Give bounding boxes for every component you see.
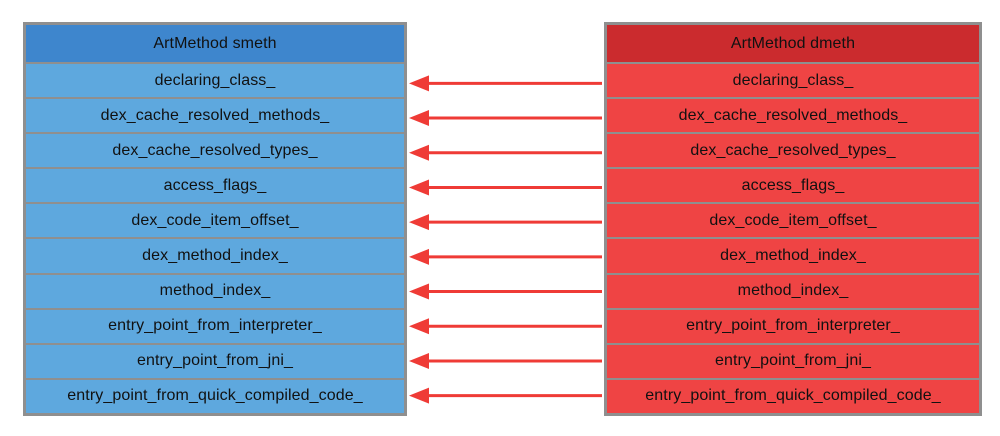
copy-arrow: method_index_ xyxy=(409,283,602,300)
arrow-head-icon xyxy=(409,248,429,265)
field-row: entry_point_from_interpreter_ xyxy=(607,309,979,345)
copy-arrow: declaring_class_ xyxy=(409,75,602,92)
arrow-head-icon xyxy=(409,283,429,300)
arrow-head-icon xyxy=(409,110,429,127)
copy-arrow: dex_method_index_ xyxy=(409,248,602,265)
copy-arrow: dex_cache_resolved_types_ xyxy=(409,144,602,161)
field-row: dex_cache_resolved_types_ xyxy=(26,134,404,170)
field-row: dex_cache_resolved_methods_ xyxy=(607,99,979,135)
field-row: entry_point_from_quick_compiled_code_ xyxy=(26,379,404,413)
copy-arrow: entry_point_from_jni_ xyxy=(409,352,602,369)
field-row: access_flags_ xyxy=(26,169,404,205)
field-row: method_index_ xyxy=(26,274,404,310)
field-row: entry_point_from_quick_compiled_code_ xyxy=(607,379,979,413)
field-row: dex_code_item_offset_ xyxy=(26,204,404,240)
copy-arrow: dex_cache_resolved_methods_ xyxy=(409,110,602,127)
struct-artmethod-smeth: ArtMethod smeth declaring_class_ dex_cac… xyxy=(23,22,407,416)
field-row: dex_cache_resolved_types_ xyxy=(607,134,979,170)
field-row: entry_point_from_interpreter_ xyxy=(26,309,404,345)
struct-right-field-list: declaring_class_ dex_cache_resolved_meth… xyxy=(607,64,979,413)
struct-left-header: ArtMethod smeth xyxy=(26,25,404,64)
field-row: dex_code_item_offset_ xyxy=(607,204,979,240)
arrow-head-icon xyxy=(409,75,429,92)
field-row: dex_cache_resolved_methods_ xyxy=(26,99,404,135)
arrow-head-icon xyxy=(409,214,429,231)
arrow-head-icon xyxy=(409,318,429,335)
copy-arrow: dex_code_item_offset_ xyxy=(409,214,602,231)
struct-artmethod-dmeth: ArtMethod dmeth declaring_class_ dex_cac… xyxy=(604,22,982,416)
field-row: entry_point_from_jni_ xyxy=(607,344,979,380)
arrow-head-icon xyxy=(409,387,429,404)
arrow-head-icon xyxy=(409,352,429,369)
field-row: declaring_class_ xyxy=(607,64,979,100)
field-row: entry_point_from_jni_ xyxy=(26,344,404,380)
copy-arrow: entry_point_from_interpreter_ xyxy=(409,318,602,335)
struct-right-header: ArtMethod dmeth xyxy=(607,25,979,64)
arrow-head-icon xyxy=(409,144,429,161)
field-row: dex_method_index_ xyxy=(607,239,979,275)
field-row: dex_method_index_ xyxy=(26,239,404,275)
struct-left-field-list: declaring_class_ dex_cache_resolved_meth… xyxy=(26,64,404,413)
field-row: method_index_ xyxy=(607,274,979,310)
copy-arrow: entry_point_from_quick_compiled_code_ xyxy=(409,387,602,404)
field-row: access_flags_ xyxy=(607,169,979,205)
copy-arrow: access_flags_ xyxy=(409,179,602,196)
arrow-head-icon xyxy=(409,179,429,196)
field-row: declaring_class_ xyxy=(26,64,404,100)
